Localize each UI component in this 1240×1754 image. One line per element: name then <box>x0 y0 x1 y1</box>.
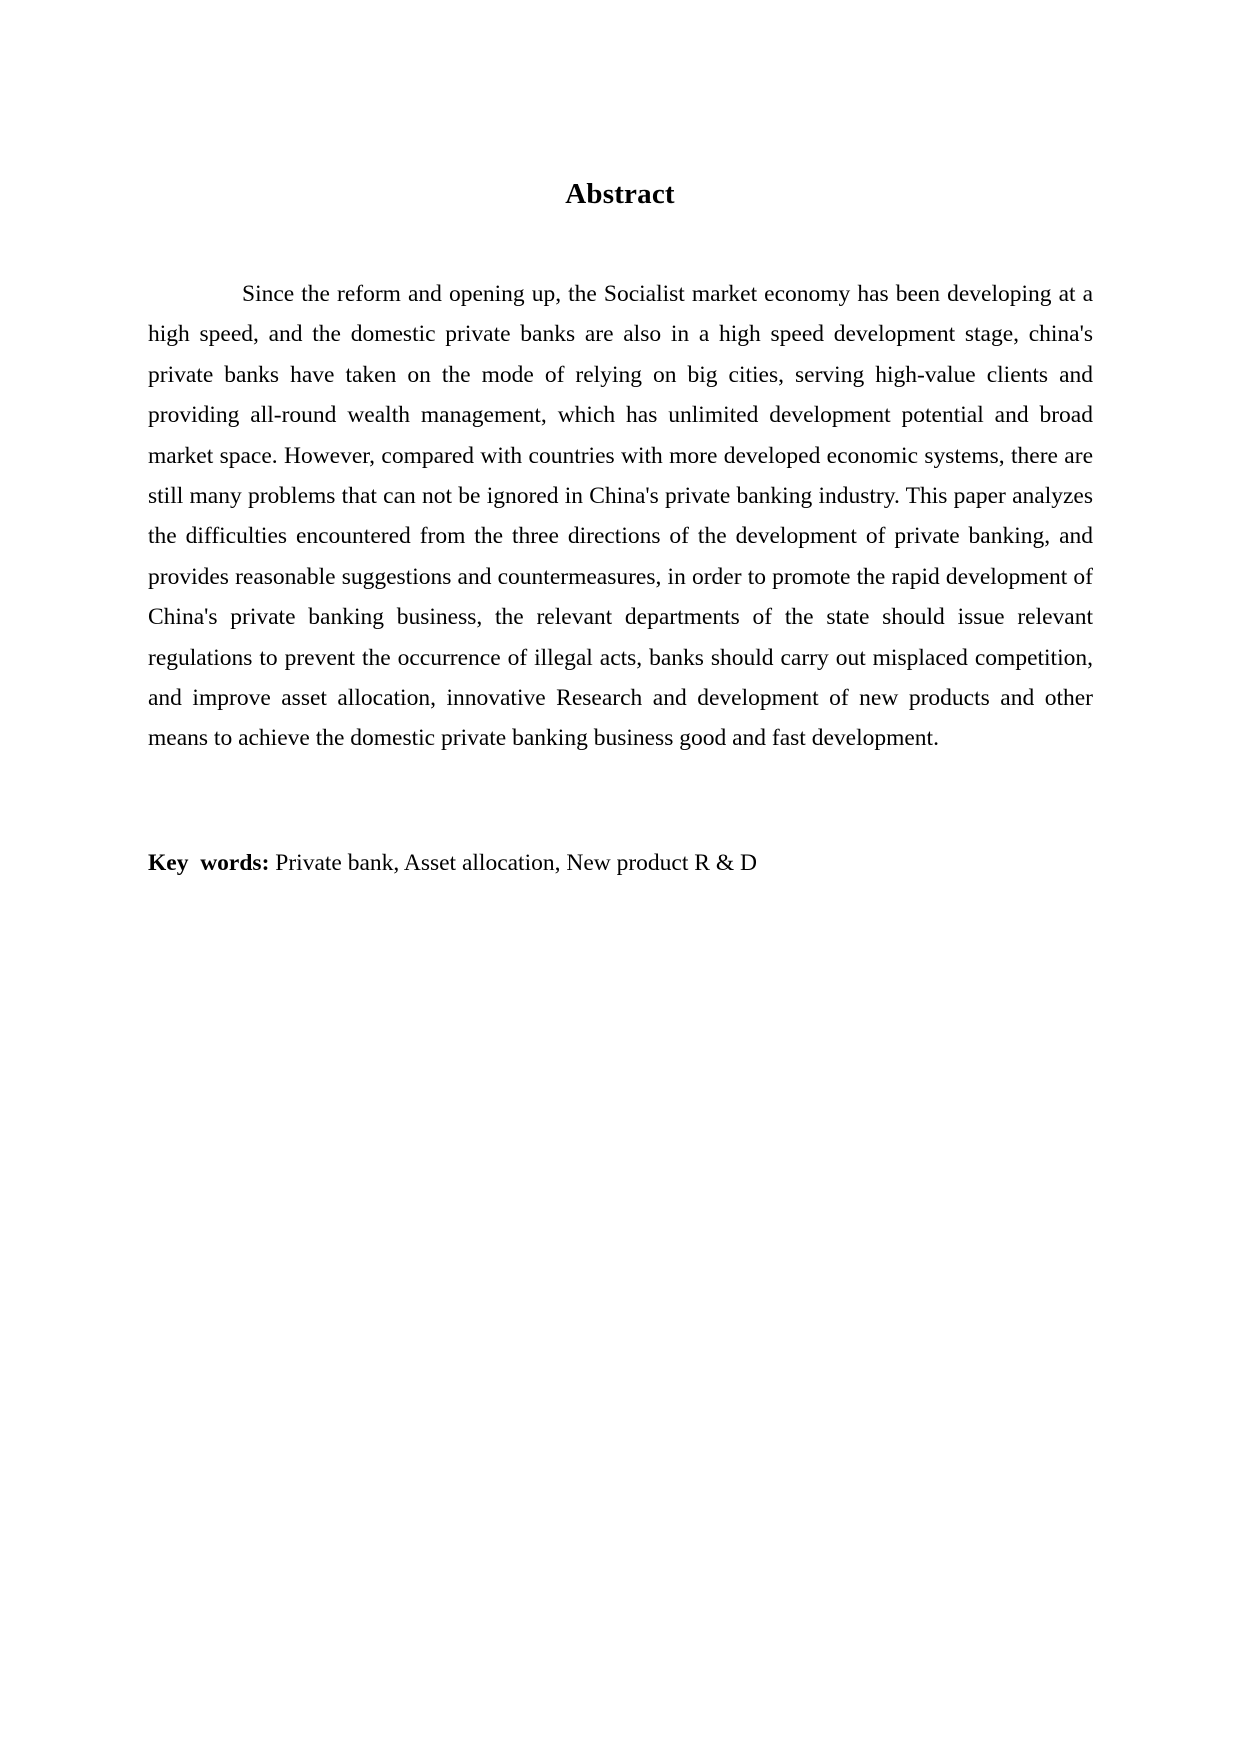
keywords-line: Key words: Private bank, Asset allocatio… <box>148 843 1093 883</box>
keywords-value: Private bank, Asset allocation, New prod… <box>269 850 757 876</box>
abstract-paragraph: Since the reform and opening up, the Soc… <box>148 281 1093 752</box>
keywords-label: Key words: <box>148 850 270 876</box>
page-title: Abstract <box>565 178 675 210</box>
